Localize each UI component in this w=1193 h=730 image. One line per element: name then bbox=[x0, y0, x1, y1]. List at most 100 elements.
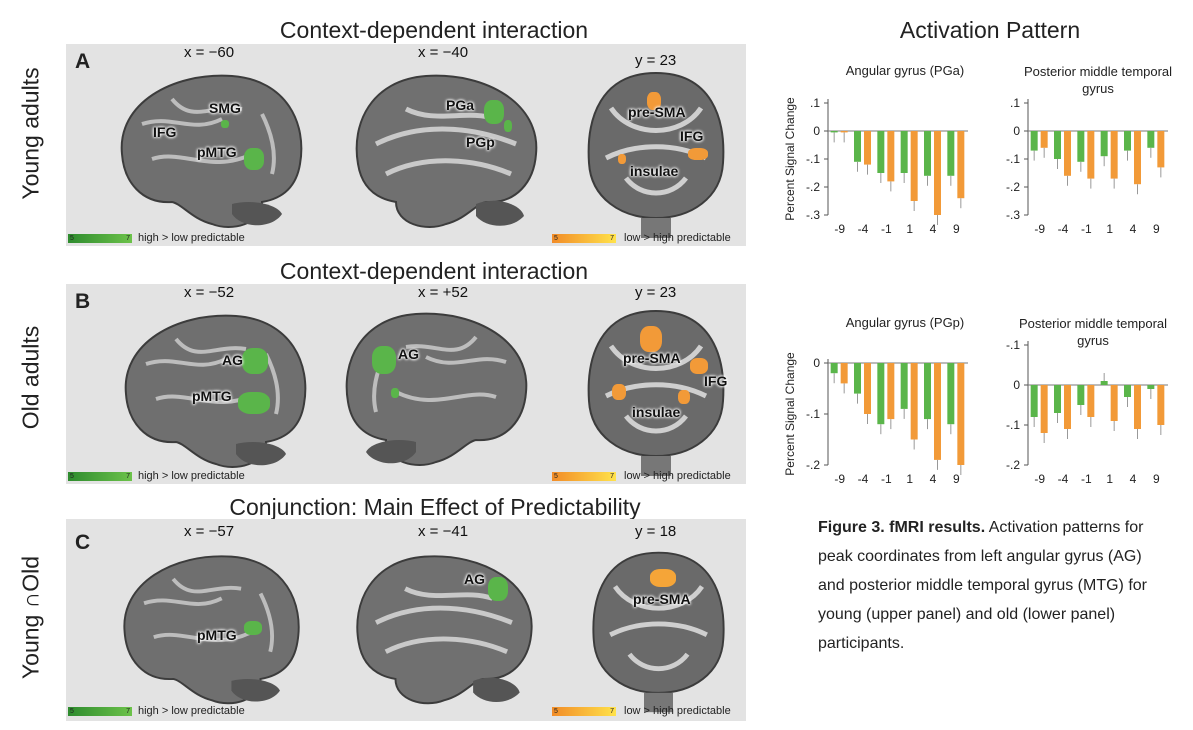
bar bbox=[1040, 131, 1048, 148]
bar bbox=[877, 363, 885, 425]
bar bbox=[1134, 385, 1141, 429]
y-axis-label: Percent Signal Change bbox=[783, 97, 797, 221]
brain-lateral-image bbox=[120, 74, 303, 228]
x-tick-label: -4 bbox=[1058, 472, 1069, 486]
title-context-a: Context-dependent interaction bbox=[279, 17, 589, 43]
bar bbox=[900, 131, 908, 173]
chart-title: Angular gyrus (PGp) bbox=[845, 315, 965, 330]
region-label: pMTG bbox=[192, 388, 232, 404]
legend-orange-label: low > high predictable bbox=[624, 705, 731, 717]
brain-coronal-image bbox=[587, 309, 725, 476]
bar bbox=[947, 131, 955, 176]
legend-orange-label: low > high predictable bbox=[624, 232, 731, 244]
activation-green bbox=[244, 621, 262, 635]
x-tick-label: 1 bbox=[906, 472, 913, 486]
y-tick-label: 0 bbox=[1013, 378, 1020, 392]
bar bbox=[830, 363, 838, 374]
bar bbox=[1147, 385, 1155, 389]
activation-orange bbox=[612, 384, 626, 400]
region-label: PGa bbox=[446, 97, 475, 113]
x-tick-label: 4 bbox=[1130, 222, 1137, 236]
bar bbox=[854, 131, 861, 162]
activation-green bbox=[242, 348, 268, 374]
legend-orange-label: low > high predictable bbox=[624, 470, 731, 482]
y-tick-label: 0 bbox=[813, 356, 820, 370]
x-tick-label: -4 bbox=[858, 222, 869, 236]
x-tick-label: -1 bbox=[881, 222, 892, 236]
bar bbox=[957, 363, 965, 465]
chart-title: Posterior middle temporal gyrus bbox=[1023, 64, 1173, 96]
bar bbox=[840, 131, 848, 133]
region-label: pre-SMA bbox=[628, 104, 686, 120]
row-label-young: Young adults bbox=[17, 67, 44, 200]
x-tick-label: -9 bbox=[834, 222, 845, 236]
y-tick-label: -.2 bbox=[1006, 180, 1020, 194]
y-tick-label: -.3 bbox=[1006, 208, 1020, 222]
y-tick-label: .1 bbox=[1010, 96, 1020, 110]
region-label: IFG bbox=[153, 124, 177, 140]
y-tick-label: -.1 bbox=[806, 152, 820, 166]
region-label: pMTG bbox=[197, 627, 237, 643]
coord-label: x = −52 bbox=[184, 284, 235, 301]
coord-label: x = −40 bbox=[418, 44, 469, 61]
activation-green bbox=[504, 120, 512, 132]
bar bbox=[1124, 131, 1131, 151]
caption-bold: Figure 3. fMRI results. bbox=[818, 519, 986, 536]
activation-green bbox=[484, 100, 504, 124]
bar bbox=[1077, 131, 1085, 162]
x-tick-label: 9 bbox=[953, 472, 960, 486]
bar bbox=[1054, 131, 1061, 159]
activation-orange bbox=[690, 358, 708, 374]
panel-letter: C bbox=[75, 531, 91, 554]
title-activation-pattern: Activation Pattern bbox=[899, 17, 1081, 43]
region-label: pre-SMA bbox=[633, 591, 691, 607]
bar bbox=[924, 131, 931, 176]
bar bbox=[957, 131, 965, 199]
x-tick-label: -9 bbox=[834, 472, 845, 486]
bar bbox=[1030, 131, 1038, 151]
region-label: PGp bbox=[466, 134, 495, 150]
x-tick-label: 9 bbox=[953, 222, 960, 236]
region-label: AG bbox=[222, 352, 243, 368]
bar bbox=[854, 363, 861, 394]
bar bbox=[924, 363, 931, 420]
x-tick-label: 9 bbox=[1153, 222, 1160, 236]
row-label-old: Old adults bbox=[17, 325, 44, 430]
x-tick-label: 4 bbox=[930, 472, 937, 486]
x-tick-label: -1 bbox=[1081, 472, 1092, 486]
panel-a: A x = −60 x = −40 y = 23 SMG IFG pMTG PG… bbox=[66, 44, 746, 246]
region-label: SMG bbox=[209, 100, 241, 116]
activation-green bbox=[391, 388, 399, 398]
bar bbox=[1064, 131, 1071, 176]
bar bbox=[1054, 385, 1061, 413]
activation-green bbox=[238, 392, 270, 414]
bar bbox=[910, 363, 918, 440]
coord-label: x = −57 bbox=[184, 523, 235, 540]
legend-green-label: high > low predictable bbox=[138, 470, 245, 482]
bar bbox=[1030, 385, 1038, 417]
x-tick-label: -9 bbox=[1034, 222, 1045, 236]
region-label: insulae bbox=[630, 163, 679, 179]
y-tick-label: -.2 bbox=[806, 458, 820, 472]
activation-orange bbox=[640, 326, 662, 352]
figure-caption: Figure 3. fMRI results. Activation patte… bbox=[818, 513, 1170, 658]
x-tick-label: 4 bbox=[1130, 472, 1137, 486]
region-label: AG bbox=[398, 346, 419, 362]
x-tick-label: 4 bbox=[930, 222, 937, 236]
panel-letter: B bbox=[75, 290, 91, 313]
y-axis-label: Percent Signal Change bbox=[783, 352, 797, 476]
region-label: AG bbox=[464, 571, 485, 587]
legend-green-label: high > low predictable bbox=[138, 705, 245, 717]
x-tick-label: -1 bbox=[881, 472, 892, 486]
bar bbox=[1100, 131, 1108, 157]
panel-c: C x = −57 x = −41 y = 18 pMTG AG pre-SMA… bbox=[66, 519, 746, 721]
region-label: IFG bbox=[680, 128, 704, 144]
